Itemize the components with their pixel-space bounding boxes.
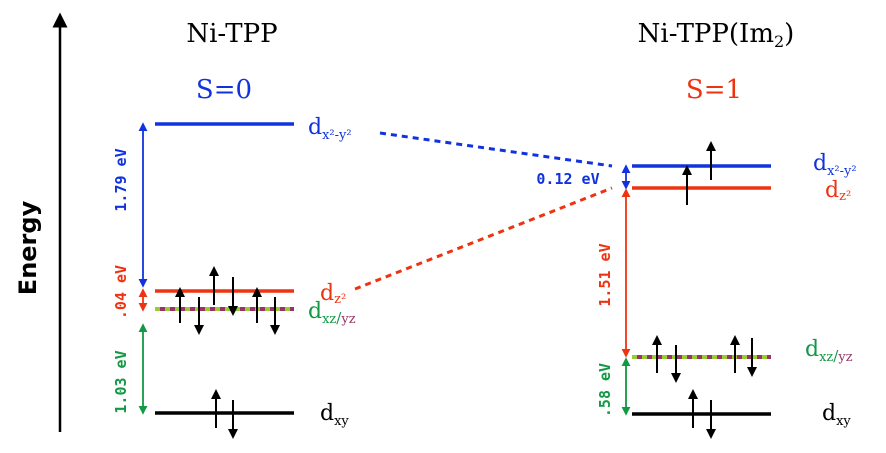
correlation-line-dz2 — [354, 186, 613, 291]
left-title: Ni-TPP — [186, 19, 277, 49]
right-title: Ni-TPP(Im2) — [638, 19, 795, 51]
energy-axis-label: Energy — [14, 200, 42, 295]
left-label-dxy: dxy — [320, 401, 349, 429]
right-gap-top-label: 0.12 eV — [536, 170, 599, 188]
correlation-line-dx2y2 — [379, 131, 613, 168]
left-gap-bottom-label: 1.03 eV — [112, 350, 130, 413]
right-gap-mid-label: 1.51 eV — [596, 243, 614, 306]
right-label-dx2y2: dx²-y² — [813, 151, 857, 179]
left-gap-mid-label: .04 eV — [112, 265, 130, 319]
right-label-dxz-yz: dxz/yz — [805, 337, 853, 365]
right-label-dxy: dxy — [822, 401, 851, 429]
left-label-dx2y2: dx²-y² — [308, 115, 352, 143]
right-label-dz2: dz² — [825, 178, 851, 204]
left-spin-state: S=0 — [196, 75, 252, 105]
left-label-dz2: dz² — [320, 281, 346, 307]
right-spin-state: S=1 — [686, 75, 742, 105]
left-label-dxz-yz: dxz/yz — [308, 299, 356, 327]
left-gap-top-label: 1.79 eV — [112, 148, 130, 211]
right-gap-bottom-label: .58 eV — [596, 363, 614, 417]
